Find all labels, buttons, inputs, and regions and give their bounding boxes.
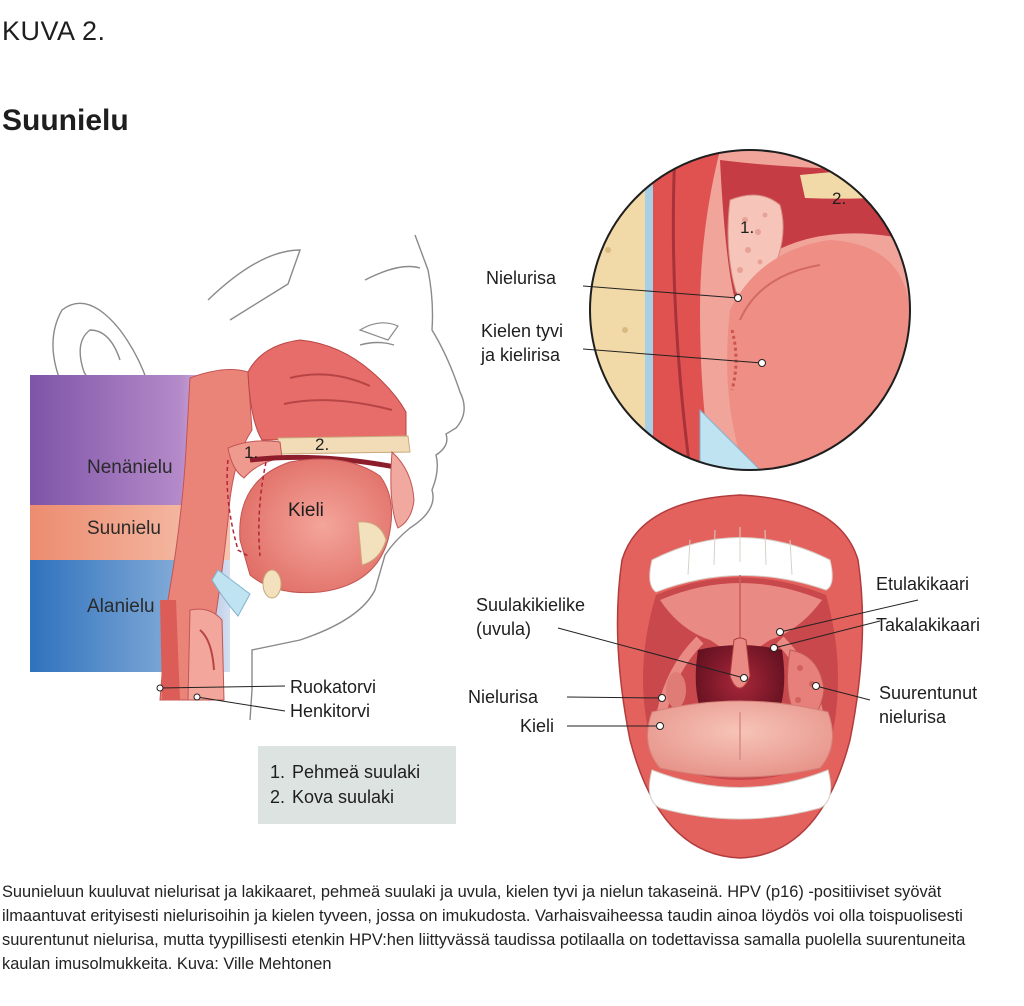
label-marker-2-zoom: 2. [832, 189, 847, 208]
legend-item: 2. Kova suulaki [270, 785, 456, 810]
label-enlarged-tonsil-line1: Suurentunut [879, 683, 978, 703]
legend-number: 2. [270, 787, 286, 807]
sagittal-leaders [156, 684, 286, 712]
open-mouth-art [616, 494, 864, 859]
label-marker-1-zoom: 1. [740, 218, 755, 237]
label-uvula-line1: Suulakikielike [476, 595, 586, 615]
label-marker-1-sagittal: 1. [244, 443, 259, 462]
zoom-leaders [582, 285, 766, 367]
label-tongue-base-line2: ja kielirisa [481, 345, 561, 365]
legend-text: Kova suulaki [292, 787, 395, 807]
label-esophagus: Ruokatorvi [290, 677, 377, 697]
label-uvula-line2: (uvula) [476, 619, 532, 639]
figure-title: Suunielu [2, 104, 129, 137]
label-tonsil-mouth: Nielurisa [468, 687, 539, 707]
legend-text: Pehmeä suulaki [292, 762, 421, 782]
label-enlarged-tonsil-line2: nielurisa [879, 707, 947, 727]
legend-box: 1. Pehmeä suulaki 2. Kova suulaki [258, 746, 456, 824]
zoom-circle-border [589, 149, 911, 471]
region-label-oropharynx: Suunielu [87, 518, 161, 539]
label-tongue-sagittal: Kieli [288, 500, 324, 521]
zoom-circle-art [590, 150, 910, 470]
region-label-hypopharynx: Alanielu [87, 596, 155, 617]
label-tonsil-zoom: Nielurisa [486, 268, 557, 288]
region-label-nasopharynx: Nenänielu [87, 457, 173, 478]
legend-number: 1. [270, 762, 286, 782]
figure-caption: Suunieluun kuuluvat nielurisat ja lakika… [2, 883, 966, 973]
mouth-leaders [557, 599, 919, 730]
label-tongue-mouth: Kieli [520, 716, 555, 736]
label-tongue-base-line1: Kielen tyvi [481, 321, 564, 341]
label-marker-2-sagittal: 2. [315, 435, 330, 454]
label-posterior-arch: Takalakikaari [876, 615, 981, 635]
label-anterior-arch: Etulakikaari [876, 574, 970, 594]
legend-item: 1. Pehmeä suulaki [270, 760, 456, 785]
sagittal-tissue [159, 339, 415, 701]
label-trachea: Henkitorvi [290, 701, 371, 721]
figure-label: KUVA 2. [2, 16, 106, 46]
